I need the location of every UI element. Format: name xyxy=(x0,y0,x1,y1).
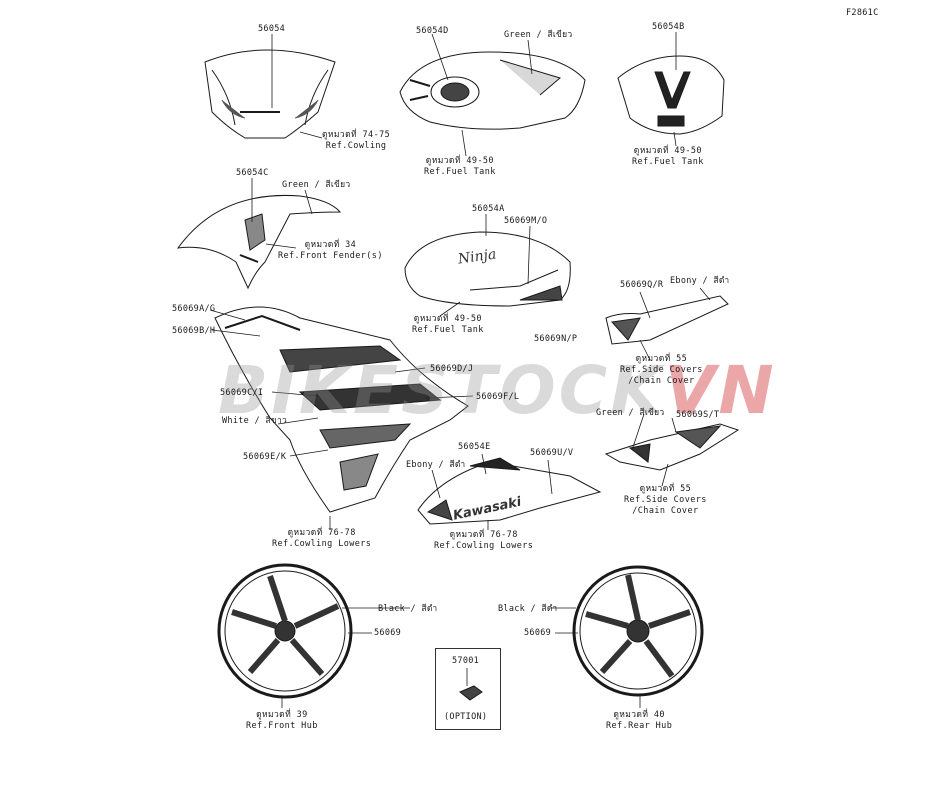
ref-rear-hub-line2: Ref.Rear Hub xyxy=(606,721,673,731)
color-label-black-front: Black / สีดำ xyxy=(378,604,438,614)
ref-fuel-tank-top-line1: ดูหมวดที่ 49-50 xyxy=(425,156,494,166)
part-label-56069EK[interactable]: 56069E/K xyxy=(243,452,287,462)
part-label-56054A[interactable]: 56054A xyxy=(472,204,505,214)
part-label-56054D[interactable]: 56054D xyxy=(416,26,449,36)
ref-cowling-lowers-left-line1: ดูหมวดที่ 76-78 xyxy=(287,528,356,538)
ref-side-covers-2-line1: ดูหมวดที่ 55 xyxy=(639,484,692,494)
ref-front-fender-line1: ดูหมวดที่ 34 xyxy=(304,240,357,250)
part-label-56054B[interactable]: 56054B xyxy=(652,22,685,32)
front-fender-part[interactable] xyxy=(176,194,342,290)
ref-fuel-tank-mid-line1: ดูหมวดที่ 49-50 xyxy=(413,314,482,324)
front-wheel-part[interactable] xyxy=(217,563,353,699)
part-label-56054E[interactable]: 56054E xyxy=(458,442,491,452)
windscreen-part[interactable] xyxy=(204,49,336,139)
rear-wheel-part[interactable] xyxy=(572,565,704,697)
part-label-56069CI[interactable]: 56069C/I xyxy=(220,388,264,398)
color-label-black-rear: Black / สีดำ xyxy=(498,604,558,614)
fuel-tank-side-part[interactable] xyxy=(404,231,571,307)
ref-fuel-tank-top: ดูหมวดที่ 49-50 Ref.Fuel Tank xyxy=(424,156,496,178)
fuel-tank-front-part[interactable] xyxy=(617,55,725,135)
ref-side-covers-1-line3: /Chain Cover xyxy=(628,376,695,386)
part-label-56069FL[interactable]: 56069F/L xyxy=(476,392,520,402)
ref-front-fender: ดูหมวดที่ 34 Ref.Front Fender(s) xyxy=(278,240,383,262)
color-label-green-side: Green / สีเขียว xyxy=(596,408,665,418)
ref-side-covers-2-line2: Ref.Side Covers xyxy=(624,495,707,505)
watermark-accent: VN xyxy=(664,352,777,429)
ref-fuel-tank-mid: ดูหมวดที่ 49-50 Ref.Fuel Tank xyxy=(412,314,484,336)
option-label: (OPTION) xyxy=(444,712,488,722)
watermark: BIKESTOCKVN xyxy=(218,352,777,429)
ref-cowling: ดูหมวดที่ 74-75 Ref.Cowling xyxy=(322,130,390,152)
ref-rear-hub: ดูหมวดที่ 40 Ref.Rear Hub xyxy=(606,710,672,732)
ref-fuel-tank-mid-line2: Ref.Fuel Tank xyxy=(412,325,484,335)
part-label-56069-rear[interactable]: 56069 xyxy=(524,628,552,638)
ref-cowling-line2: Ref.Cowling xyxy=(325,141,387,151)
part-label-56069BH[interactable]: 56069B/H xyxy=(172,326,216,336)
figure-code: F2861C xyxy=(846,8,879,18)
part-label-56069UV[interactable]: 56069U/V xyxy=(530,448,574,458)
ref-front-fender-line2: Ref.Front Fender(s) xyxy=(278,251,383,261)
ninja-decal-text: Ninja xyxy=(456,246,497,267)
part-label-56054[interactable]: 56054 xyxy=(258,24,286,34)
ref-front-hub-line1: ดูหมวดที่ 39 xyxy=(256,710,308,720)
fuel-tank-top-part[interactable] xyxy=(399,51,586,130)
part-label-56069-front[interactable]: 56069 xyxy=(374,628,402,638)
color-label-white-cowl: White / สีขาว xyxy=(222,416,288,426)
kawasaki-decal-text: Kawasaki xyxy=(452,495,523,524)
color-label-ebony-side: Ebony / สีดำ xyxy=(670,276,730,286)
ref-cowling-lowers-left-line2: Ref.Cowling Lowers xyxy=(272,539,372,549)
lower-cowling-part[interactable] xyxy=(417,457,602,525)
leader-lines xyxy=(209,32,711,708)
ref-side-covers-2-line3: /Chain Cover xyxy=(632,506,699,516)
ref-side-covers-1-line2: Ref.Side Covers xyxy=(620,365,703,375)
ref-rear-hub-line1: ดูหมวดที่ 40 xyxy=(613,710,665,720)
ref-cowling-lowers-mid-line2: Ref.Cowling Lowers xyxy=(434,541,534,551)
ref-cowling-lowers-left: ดูหมวดที่ 76-78 Ref.Cowling Lowers xyxy=(272,528,371,550)
ref-cowling-lowers-mid-line1: ดูหมวดที่ 76-78 xyxy=(449,530,518,540)
watermark-main: BIKESTOCK xyxy=(218,352,665,429)
part-label-56069MO[interactable]: 56069M/O xyxy=(504,216,548,226)
part-label-56054C[interactable]: 56054C xyxy=(236,168,269,178)
ref-fuel-tank-top-line2: Ref.Fuel Tank xyxy=(424,167,496,177)
ref-fuel-tank-right-line1: ดูหมวดที่ 49-50 xyxy=(633,146,702,156)
side-cowling-part[interactable] xyxy=(214,306,469,513)
part-label-56069NP[interactable]: 56069N/P xyxy=(534,334,578,344)
part-label-57001[interactable]: 57001 xyxy=(452,656,480,666)
ref-side-covers-1-line1: ดูหมวดที่ 55 xyxy=(635,354,688,364)
color-label-ebony-lower: Ebony / สีดำ xyxy=(406,460,466,470)
ref-front-hub-line2: Ref.Front Hub xyxy=(246,721,318,731)
color-label-green-tank: Green / สีเขียว xyxy=(504,30,573,40)
ref-fuel-tank-right: ดูหมวดที่ 49-50 Ref.Fuel Tank xyxy=(632,146,704,168)
part-label-56069QR[interactable]: 56069Q/R xyxy=(620,280,664,290)
ref-side-covers-1: ดูหมวดที่ 55 Ref.Side Covers /Chain Cove… xyxy=(620,354,703,387)
part-label-56069ST[interactable]: 56069S/T xyxy=(676,410,720,420)
side-cover-upper-part[interactable] xyxy=(605,295,729,345)
option-part[interactable] xyxy=(459,685,483,701)
side-cover-lower-part[interactable] xyxy=(604,423,740,471)
ref-cowling-line1: ดูหมวดที่ 74-75 xyxy=(322,130,391,140)
ref-cowling-lowers-mid: ดูหมวดที่ 76-78 Ref.Cowling Lowers xyxy=(434,530,533,552)
ref-side-covers-2: ดูหมวดที่ 55 Ref.Side Covers /Chain Cove… xyxy=(624,484,707,517)
ref-fuel-tank-right-line2: Ref.Fuel Tank xyxy=(632,157,704,167)
part-label-56069AG[interactable]: 56069A/G xyxy=(172,304,216,314)
option-box xyxy=(435,648,501,730)
part-label-56069DJ[interactable]: 56069D/J xyxy=(430,364,474,374)
ref-front-hub: ดูหมวดที่ 39 Ref.Front Hub xyxy=(246,710,318,732)
color-label-green-fender: Green / สีเขียว xyxy=(282,180,351,190)
